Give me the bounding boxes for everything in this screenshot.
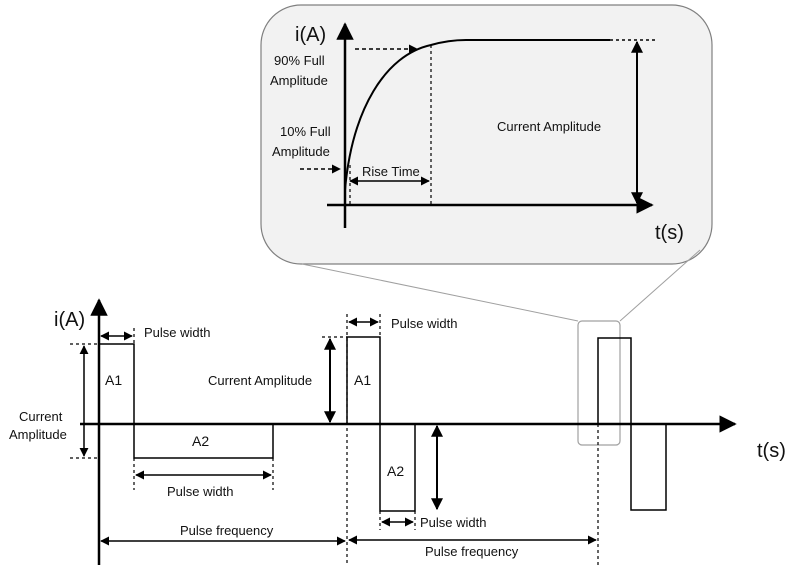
main-x-axis-label: t(s) [757, 440, 786, 462]
label-pulse-width-3: Pulse width [391, 316, 457, 331]
inset-frame [260, 4, 713, 265]
inset-panel: i(A) t(s) 90% Full Amplitude 10% Full Am… [260, 4, 713, 265]
zoom-region [577, 320, 621, 446]
pulse2-negative [379, 423, 416, 512]
inset-y-axis-label: i(A) [295, 24, 326, 46]
label-amplitude-left-line1: Current [19, 409, 63, 424]
zoom-connector-left [301, 263, 579, 322]
label-a1-mid: A1 [354, 372, 371, 388]
label-amplitude-left-line2: Amplitude [9, 427, 67, 442]
inset-10-label-line1: 10% Full [280, 124, 331, 139]
inset-10-label-line2: Amplitude [272, 144, 330, 159]
inset-amplitude-label: Current Amplitude [497, 119, 601, 134]
label-pulse-width-4: Pulse width [420, 515, 486, 530]
label-a2-mid: A2 [387, 463, 404, 479]
inset-rise-time-label: Rise Time [362, 164, 420, 179]
label-pulse-width-1: Pulse width [144, 325, 210, 340]
pulse1-negative [133, 423, 274, 459]
label-pulse-width-2: Pulse width [167, 484, 233, 499]
inset-90-label-line2: Amplitude [270, 73, 328, 88]
label-amplitude-mid: Current Amplitude [208, 373, 312, 388]
inset-x-axis-label: t(s) [655, 222, 684, 244]
pulse3-positive [597, 337, 632, 425]
pulse1-positive [98, 343, 135, 425]
label-pulse-frequency-2: Pulse frequency [425, 544, 519, 559]
main-y-axis-label: i(A) [54, 309, 85, 331]
label-pulse-frequency-1: Pulse frequency [180, 523, 274, 538]
main-waveform: i(A) t(s) Pulse width A1 A2 Current Ampl… [9, 298, 786, 565]
pulse3-negative [630, 423, 667, 511]
label-a1-left: A1 [105, 372, 122, 388]
label-a2-left: A2 [192, 433, 209, 449]
zoom-connector-right [619, 249, 701, 322]
inset-90-label-line1: 90% Full [274, 53, 325, 68]
